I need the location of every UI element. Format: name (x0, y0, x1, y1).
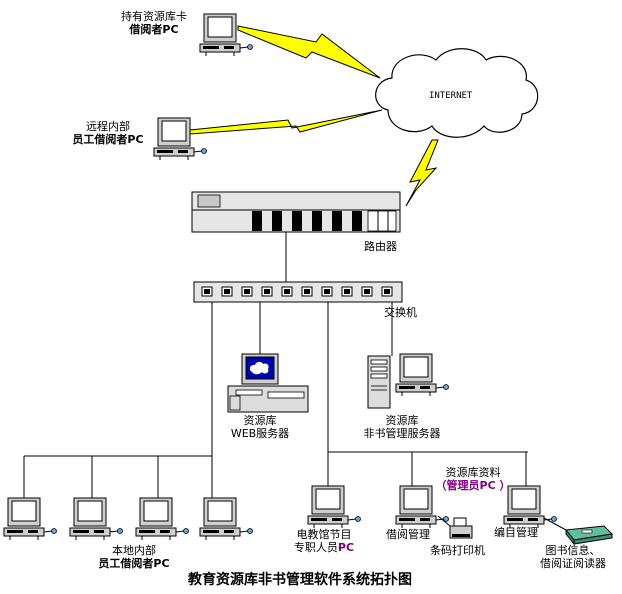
circulation-pc-icon (395, 485, 449, 529)
lightning-bolt-router (405, 139, 439, 207)
switch-device (193, 281, 403, 303)
local-staff-pc-icon-2 (69, 497, 123, 541)
circulation-label: 借阅管理 (386, 528, 430, 541)
admin-label-line1: 资源库资料 (445, 466, 501, 479)
remote-staff-label-line2: 员工借阅者PC (72, 133, 144, 146)
av-staff-label-prefix: 专职人员 (293, 541, 338, 554)
lightning-bolt-remote (189, 109, 383, 135)
reader-label-line2: 借阅证阅读器 (540, 557, 606, 570)
remote-staff-pc-icon (153, 117, 207, 161)
card-reader-icon (543, 517, 614, 546)
local-staff-label-line2: 员工借阅者PC (98, 557, 170, 570)
diagram-caption: 教育资源库非书管理软件系统拓扑图 (188, 572, 412, 588)
av-staff-label-suffix: PC (337, 541, 355, 554)
nonbook-server-label-line1: 资源库 (385, 414, 419, 427)
internet-label: INTERNET (429, 91, 473, 101)
catalog-pc-icon (503, 485, 557, 529)
top-user-pc-icon (199, 13, 253, 57)
av-staff-label-line2: 专职人员PC (284, 541, 364, 554)
barcode-printer-label: 条码打印机 (430, 544, 485, 557)
av-staff-pc-icon (307, 485, 361, 529)
admin-label-line2: （管理员PC ） (435, 479, 511, 492)
router-device (191, 191, 401, 233)
local-staff-pc-icon-4 (199, 497, 253, 541)
top-user-label-line1: 持有资源库卡 (121, 10, 187, 23)
remote-staff-label-line1: 远程内部 (86, 120, 130, 133)
web-server-label-line2: WEB服务器 (230, 427, 290, 440)
nonbook-server-label-line2: 非书管理服务器 (363, 427, 441, 440)
barcode-printer-icon (437, 515, 473, 539)
top-user-label-line2: 借阅者PC (129, 23, 179, 36)
web-server-icon (227, 353, 309, 413)
av-staff-label-line1: 电教馆节目 (296, 528, 352, 541)
internet-cloud (375, 48, 539, 138)
lightning-bolt-top (237, 25, 381, 79)
catalog-label: 编目管理 (494, 526, 538, 539)
web-server-label-line1: 资源库 (243, 414, 277, 427)
switch-label: 交换机 (384, 306, 417, 319)
reader-label-line1: 图书信息、 (545, 544, 601, 557)
local-staff-label-line1: 本地内部 (112, 544, 156, 557)
nonbook-server-icon (367, 353, 449, 409)
router-label: 路由器 (364, 240, 397, 253)
local-staff-pc-icon-1 (3, 497, 57, 541)
local-staff-pc-icon-3 (135, 497, 189, 541)
